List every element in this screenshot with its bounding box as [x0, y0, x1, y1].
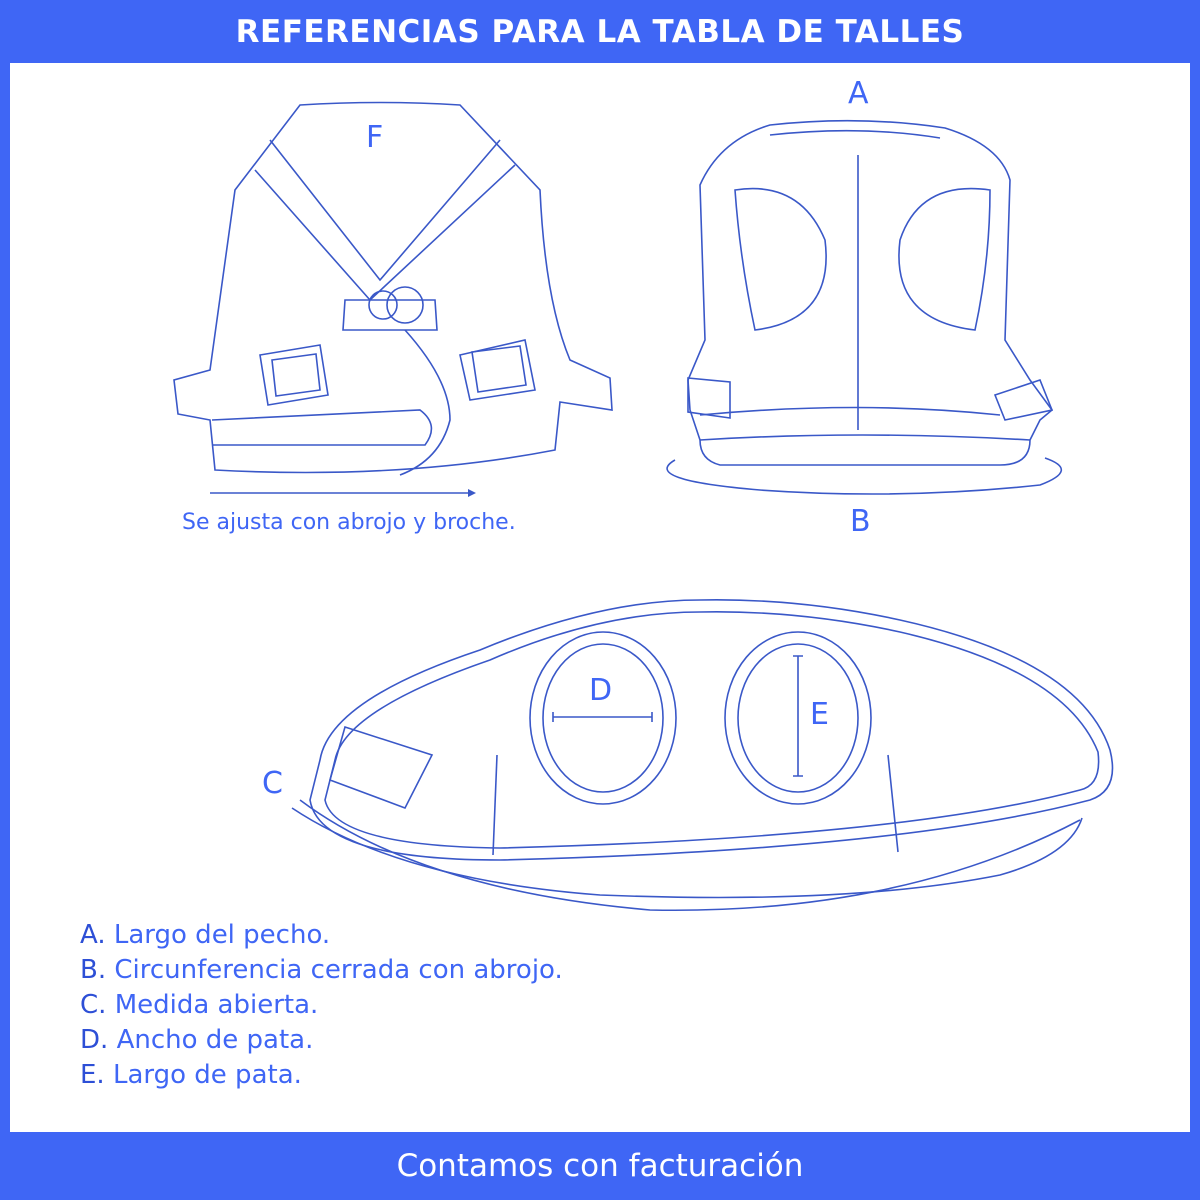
label-f: F — [366, 120, 384, 155]
legend-text: Largo del pecho. — [113, 920, 331, 950]
legend-key: B. — [80, 955, 107, 985]
legend: A. Largo del pecho. B. Circunferencia ce… — [80, 918, 563, 1093]
legend-key: A. — [80, 920, 106, 950]
legend-text: Largo de pata. — [112, 1060, 302, 1090]
label-a: A — [848, 76, 869, 111]
label-e: E — [810, 697, 829, 732]
legend-text: Medida abierta. — [114, 990, 319, 1020]
legend-item: A. Largo del pecho. — [80, 918, 563, 953]
legend-text: Ancho de pata. — [116, 1025, 314, 1055]
label-c: C — [262, 766, 283, 801]
label-d: D — [589, 673, 613, 708]
footer-banner: Contamos con facturación — [0, 1132, 1200, 1200]
page-title: REFERENCIAS PARA LA TABLA DE TALLES — [235, 13, 965, 50]
harness-front-view — [173, 101, 613, 497]
legend-text: Circunferencia cerrada con abrojo. — [114, 955, 563, 985]
legend-key: E. — [80, 1060, 105, 1090]
adjust-caption: Se ajusta con abrojo y broche. — [182, 510, 516, 535]
legend-item: B. Circunferencia cerrada con abrojo. — [80, 953, 563, 988]
header-banner: REFERENCIAS PARA LA TABLA DE TALLES — [0, 0, 1200, 63]
label-b: B — [850, 504, 871, 539]
legend-item: C. Medida abierta. — [80, 988, 563, 1023]
legend-item: E. Largo de pata. — [80, 1058, 563, 1093]
footer-text: Contamos con facturación — [396, 1148, 804, 1184]
harness-back-view — [666, 119, 1063, 495]
diagram-panel — [10, 63, 1190, 1132]
legend-key: C. — [80, 990, 107, 1020]
legend-item: D. Ancho de pata. — [80, 1023, 563, 1058]
legend-key: D. — [80, 1025, 109, 1055]
harness-open-view — [291, 599, 1114, 912]
